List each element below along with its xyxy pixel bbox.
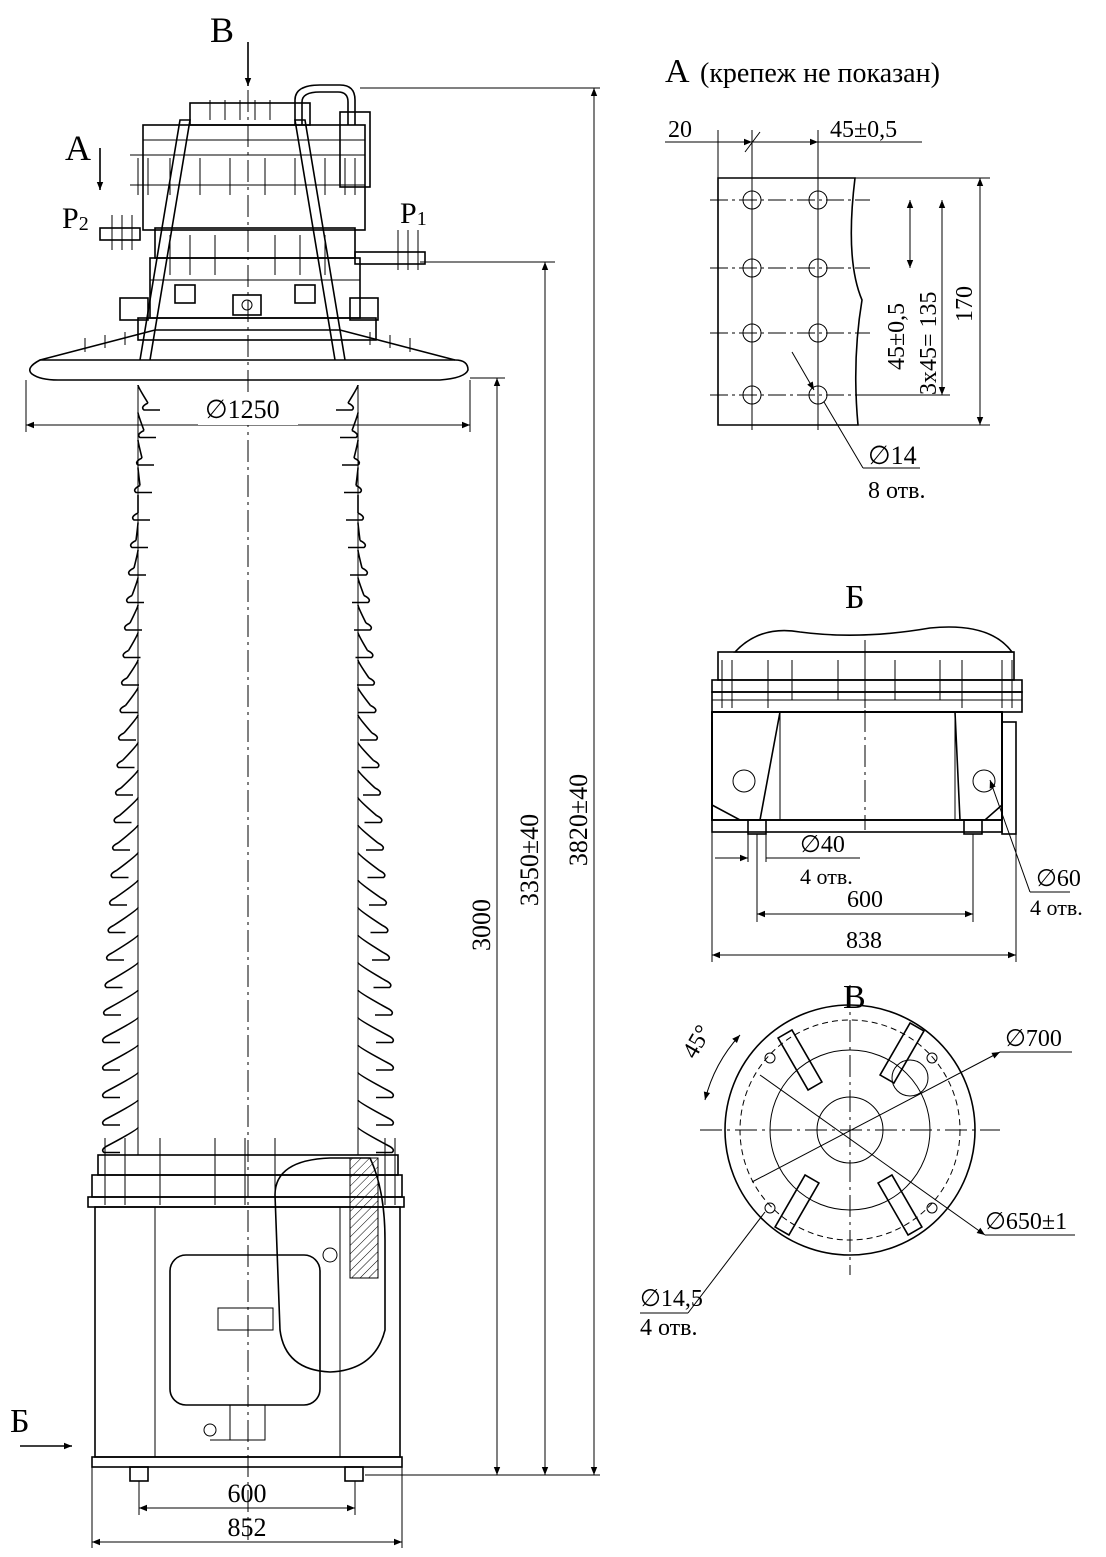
insulator-shed [120, 659, 376, 686]
dim-838: 838 [846, 928, 882, 954]
insulator-shed [123, 604, 373, 631]
dim-700: ∅700 [1005, 1026, 1062, 1052]
vertical-dimensions: 3820±40 3350±40 3000 [360, 87, 600, 1476]
insulator-shed [116, 742, 380, 769]
p1-label: Р1 [400, 197, 427, 230]
insulator-shed [127, 549, 369, 576]
dim-145: ∅14,5 [640, 1286, 703, 1312]
hole-count: 8 отв. [868, 478, 926, 504]
d40-count: 4 отв. [800, 864, 853, 889]
insulator-shed [129, 522, 367, 549]
insulator-shed [110, 852, 386, 879]
insulator-shed [102, 989, 394, 1016]
view-a-detail: А (крепеж не показан) 20 45±0,5 [665, 53, 990, 504]
view-b-title: Б [845, 579, 865, 616]
insulator-shed [119, 687, 377, 714]
insulator-shed [135, 439, 361, 466]
view-bb-marker: Б [10, 1403, 30, 1440]
insulator-shed [101, 1017, 395, 1044]
dim-600: 600 [228, 1479, 267, 1508]
insulator-shed [101, 1072, 395, 1099]
dim-d60: ∅60 [1036, 866, 1081, 892]
insulator-shed [113, 797, 383, 824]
insulator-shed [125, 577, 371, 604]
insulator-shed [131, 495, 365, 521]
dim-135: 3х45= 135 [916, 291, 942, 395]
insulator-shed [117, 714, 379, 741]
angle-45: 45° [678, 1021, 717, 1063]
top-terminal [99, 84, 426, 361]
base-tank [91, 1157, 403, 1482]
insulator-sheds [101, 384, 395, 1155]
dim-20: 20 [668, 117, 692, 143]
view-v-title: В [843, 979, 866, 1016]
insulator-shed [137, 412, 359, 439]
dim-45-horizontal: 45±0,5 [830, 117, 897, 143]
insulator-shed [101, 1127, 395, 1154]
d60-count: 4 отв. [1030, 895, 1083, 920]
view-a-title: А [665, 53, 690, 90]
insulator-shed [111, 824, 385, 851]
view-v-detail: В ∅700 ∅650±1 45° ∅14,5 4 отв. [640, 979, 1075, 1341]
insulator-shed [133, 467, 363, 494]
view-b-marker: В [210, 10, 234, 50]
insulator-shed [137, 384, 359, 411]
bolt-holes [742, 190, 828, 405]
lugs [773, 1021, 926, 1237]
main-elevation: В А Б Р2 Р1 ∅1250 3820±40 3350±40 3000 [10, 10, 600, 1548]
view-a-note: (крепеж не показан) [700, 58, 940, 89]
dim-600-b: 600 [847, 887, 883, 913]
dim-852: 852 [228, 1513, 267, 1542]
insulator-shed [104, 962, 392, 989]
insulator-shed [122, 632, 374, 659]
dim-d40: ∅40 [800, 832, 845, 858]
view-a-marker: А [65, 128, 91, 168]
insulator-shed [108, 879, 388, 906]
dim-3350: 3350±40 [515, 814, 544, 906]
p2-label: Р2 [62, 202, 89, 235]
dim-650: ∅650±1 [985, 1209, 1067, 1235]
view-b-detail: Б ∅60 4 отв. [711, 579, 1083, 962]
insulator-shed [107, 907, 389, 934]
insulator-shed [114, 769, 382, 796]
dim-170: 170 [952, 286, 978, 322]
insulator-shed [105, 934, 391, 961]
insulator-shed [101, 1044, 395, 1071]
dim-3000: 3000 [467, 899, 496, 951]
hole-dia: ∅14 [868, 441, 917, 470]
insulator-shed [101, 1099, 395, 1126]
corona-shield [29, 329, 469, 381]
dim-d1250: ∅1250 [205, 395, 280, 424]
dim-45-vertical: 45±0,5 [884, 303, 910, 370]
dim-3820: 3820±40 [564, 774, 593, 866]
count-145: 4 отв. [640, 1315, 698, 1341]
